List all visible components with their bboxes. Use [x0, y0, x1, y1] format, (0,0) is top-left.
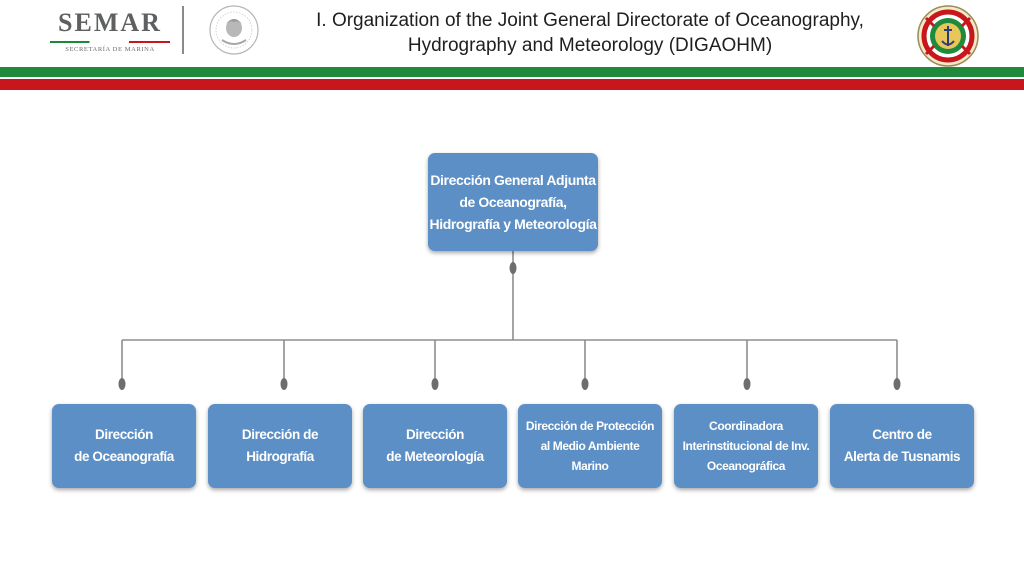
header-stripe-red [0, 79, 1024, 90]
header-divider [182, 6, 184, 54]
semar-logo: SEMAR SECRETARÍA DE MARINA [48, 8, 172, 53]
digaohm-badge-icon [917, 5, 979, 67]
page-title-line-1: I. Organization of the Joint General Dir… [316, 10, 864, 31]
connector-dot-4 [581, 378, 589, 390]
connector-dot-1 [118, 378, 126, 390]
page-title: I. Organization of the Joint General Dir… [270, 8, 910, 58]
mexico-coat-of-arms-seal-icon [209, 5, 259, 55]
header-stripe-green [0, 67, 1024, 77]
org-box-coordinadora-interinstitucional: Coordinadora Interinstitucional de Inv. … [674, 404, 818, 488]
connector-dot-3 [431, 378, 439, 390]
connector-dot-2 [280, 378, 288, 390]
semar-logo-text: SEMAR [58, 8, 162, 37]
connector-dot-6 [893, 378, 901, 390]
org-box-meteorologia: Dirección de Meteorología [363, 404, 507, 488]
org-box-hidrografia: Dirección de Hidrografía [208, 404, 352, 488]
semar-logo-subtitle: SECRETARÍA DE MARINA [65, 46, 155, 53]
page-title-line-2: Hydrography and Meteorology (DIGAOHM) [407, 35, 773, 56]
header: SEMAR SECRETARÍA DE MARINA I. Organizati… [0, 0, 1024, 92]
connector-dot-5 [743, 378, 751, 390]
org-box-proteccion-medio-ambiente: Dirección de Protección al Medio Ambient… [518, 404, 662, 488]
semar-logo-tricolor-bar [50, 41, 170, 43]
org-box-root-digaohm: Dirección General Adjunta de Oceanografí… [428, 153, 598, 251]
org-box-oceanografia: Dirección de Oceanografía [52, 404, 196, 488]
org-box-centro-alerta-tsunamis: Centro de Alerta de Tusnamis [830, 404, 974, 488]
connector-dot-root [509, 262, 517, 274]
